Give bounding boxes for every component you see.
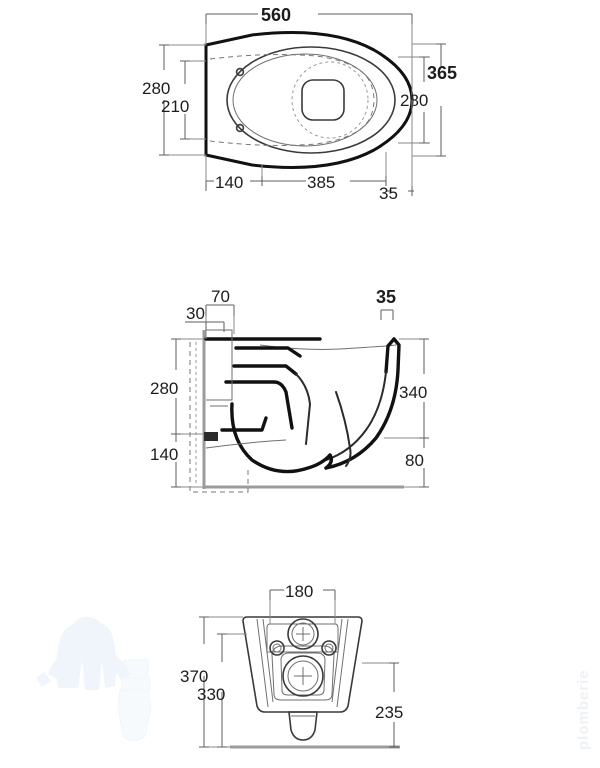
dim-bowl-width: 280 xyxy=(398,56,430,144)
side-watermark-text: plomberie xyxy=(575,669,592,750)
dim-label-35-top: 35 xyxy=(379,184,398,203)
dim-label-385: 385 xyxy=(307,173,335,192)
side-view-geometry xyxy=(189,329,404,493)
dim-label-70: 70 xyxy=(211,287,230,306)
dim-rear-width: 235 xyxy=(362,662,403,748)
dim-label-210: 210 xyxy=(161,97,189,116)
dim-rim-thickness: 35 xyxy=(376,287,396,320)
dim-overall-length: 560 xyxy=(205,5,413,100)
dim-label-235: 235 xyxy=(375,703,403,722)
dim-inlet-offset: 30 xyxy=(185,304,225,332)
rear-view: 180 370 330 235 xyxy=(180,582,403,749)
dim-fixing-centres: 180 xyxy=(269,582,336,624)
dim-label-340: 340 xyxy=(399,383,427,402)
dim-label-280-side: 280 xyxy=(150,379,178,398)
top-view-geometry xyxy=(204,31,414,169)
dim-bowl-height: 340 xyxy=(384,338,429,439)
dim-fixing-height: 280 xyxy=(150,338,204,435)
plumber-illustration-watermark xyxy=(36,617,152,742)
top-view: 560 365 280 xyxy=(142,5,457,203)
dim-overall-height: 370 xyxy=(180,616,243,748)
dim-label-280-left: 280 xyxy=(142,79,170,98)
dim-rim-to-wall: 70 xyxy=(205,287,235,339)
dim-body-height: 330 xyxy=(197,633,247,748)
dim-label-365: 365 xyxy=(427,63,457,83)
dim-label-280-top: 280 xyxy=(400,91,428,110)
dim-label-140-top: 140 xyxy=(215,173,243,192)
watermark-label: plomberie xyxy=(575,669,592,750)
dim-label-560: 560 xyxy=(261,5,291,25)
dim-under-clearance: 80 xyxy=(404,438,429,488)
dim-label-330: 330 xyxy=(197,685,225,704)
side-view: 70 30 35 280 xyxy=(150,287,429,493)
rear-view-geometry xyxy=(230,616,400,749)
dim-label-30: 30 xyxy=(186,304,205,323)
outlet-marker xyxy=(204,432,218,441)
dim-label-140-side: 140 xyxy=(150,445,178,464)
dim-overall-width: 365 xyxy=(412,43,457,157)
dim-label-370: 370 xyxy=(180,667,208,686)
dim-label-80: 80 xyxy=(405,451,424,470)
dim-fixing-span-inner: 210 xyxy=(161,60,206,140)
dim-lower-height: 140 xyxy=(150,434,204,488)
dim-label-180: 180 xyxy=(285,582,313,601)
dim-bottom-chain: 140 385 35 xyxy=(205,100,414,203)
dim-fixing-span-outer: 280 xyxy=(142,44,206,156)
dim-label-35-side: 35 xyxy=(376,287,396,307)
